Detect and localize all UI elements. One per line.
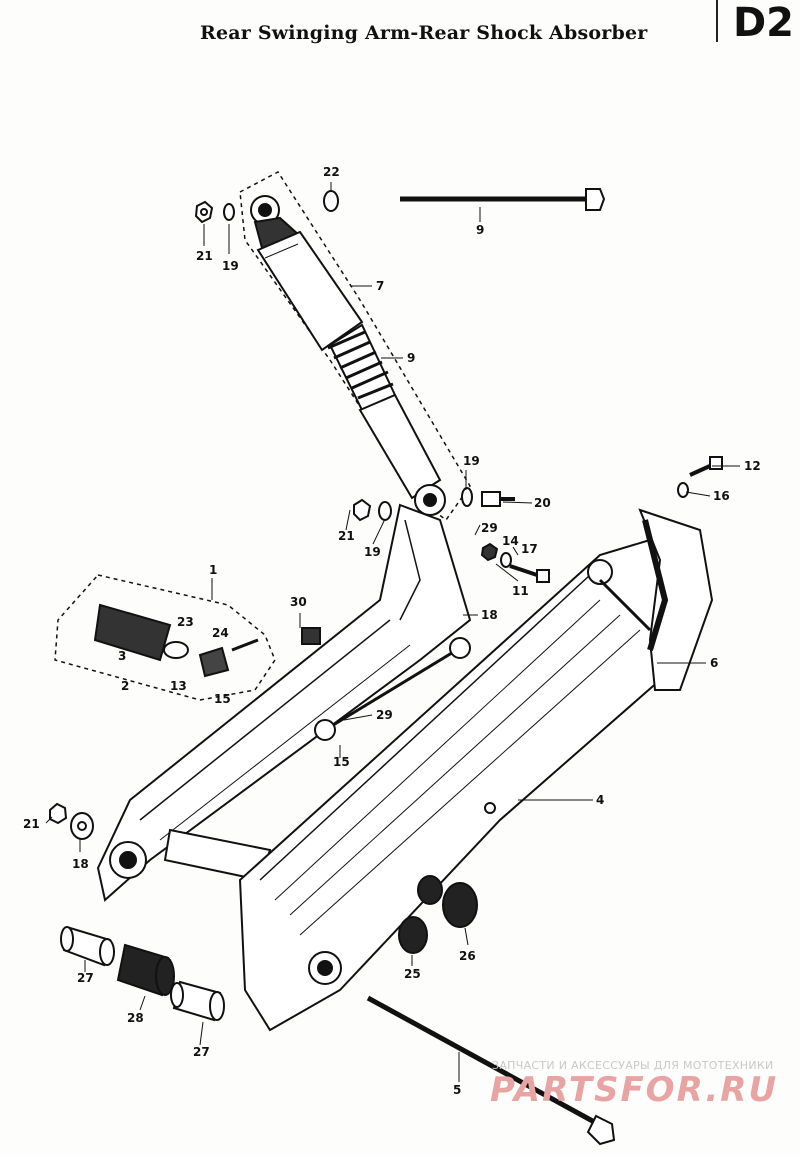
pivot-shaft-5 <box>366 995 616 1146</box>
lower-mount-hardware <box>353 487 515 522</box>
callout-28: 28 <box>127 1011 144 1025</box>
washer-18-bottom <box>70 812 94 840</box>
bushing-27-left <box>60 926 115 967</box>
washer-22 <box>323 190 339 212</box>
callout-11: 11 <box>512 584 529 598</box>
callout-3: 3 <box>118 649 127 663</box>
callout-12: 12 <box>744 459 761 473</box>
callout-21-top: 21 <box>196 249 213 263</box>
nut-14 <box>480 542 499 562</box>
swing-arm-left <box>96 503 472 902</box>
watermark-tagline: ЗАПЧАСТИ И АКСЕССУАРЫ ДЛЯ МОТОТЕХНИКИ <box>492 1059 774 1072</box>
callout-14: 14 <box>502 534 519 548</box>
callout-5: 5 <box>453 1083 462 1097</box>
seal-upper <box>417 875 443 905</box>
callout-29-lower: 29 <box>376 708 393 722</box>
callout-21-mid: 21 <box>338 529 355 543</box>
bushing-27-right <box>170 980 225 1022</box>
callout-22: 22 <box>323 165 340 179</box>
callout-13: 13 <box>170 679 187 693</box>
callout-27-right: 27 <box>193 1045 210 1059</box>
footrest-rubber <box>93 603 189 662</box>
callout-27-left: 27 <box>77 971 94 985</box>
diagram-title: Rear Swinging Arm-Rear Shock Absorber <box>200 22 648 44</box>
callout-16: 16 <box>713 489 730 503</box>
callout-21-bottom: 21 <box>23 817 40 831</box>
header-divider <box>716 0 718 42</box>
callout-30: 30 <box>290 595 307 609</box>
callout-15-upper: 15 <box>214 692 231 706</box>
callout-20: 20 <box>534 496 551 510</box>
callout-25: 25 <box>404 967 421 981</box>
callout-19-low: 19 <box>364 545 381 559</box>
callout-24: 24 <box>212 626 229 640</box>
callout-1: 1 <box>209 563 218 577</box>
nut-21-bottom <box>49 802 68 825</box>
watermark-brand: PARTSFOR.RU <box>490 1070 779 1110</box>
top-nut-washer <box>194 200 235 224</box>
callout-19-mid: 19 <box>463 454 480 468</box>
seal-25 <box>398 916 428 954</box>
callout-9-spring: 9 <box>407 351 416 365</box>
callout-18-mid: 18 <box>481 608 498 622</box>
footrest-spring-bracket <box>198 638 259 678</box>
section-code: D2 <box>732 0 794 46</box>
callout-17: 17 <box>521 542 538 556</box>
callout-9-bolt: 9 <box>476 223 485 237</box>
swing-arm-right <box>238 508 714 1032</box>
washer-17 <box>500 552 512 568</box>
seal-26 <box>442 882 478 928</box>
callout-29-upper: 29 <box>481 521 498 535</box>
callout-18-bottom: 18 <box>72 857 89 871</box>
callout-2: 2 <box>121 679 130 693</box>
washer-16 <box>677 482 689 498</box>
callout-15-lower: 15 <box>333 755 350 769</box>
callout-4: 4 <box>596 793 605 807</box>
callout-23: 23 <box>177 615 194 629</box>
brake-link-rod <box>314 637 471 741</box>
callout-19-top: 19 <box>222 259 239 273</box>
callout-26: 26 <box>459 949 476 963</box>
bolt-long-9 <box>400 188 606 211</box>
bushing-28 <box>116 943 175 997</box>
callout-7: 7 <box>376 279 385 293</box>
rear-shock-absorber <box>250 195 446 516</box>
bolt-17 <box>509 564 550 583</box>
callout-6: 6 <box>710 656 719 670</box>
nut-30 <box>301 627 321 645</box>
